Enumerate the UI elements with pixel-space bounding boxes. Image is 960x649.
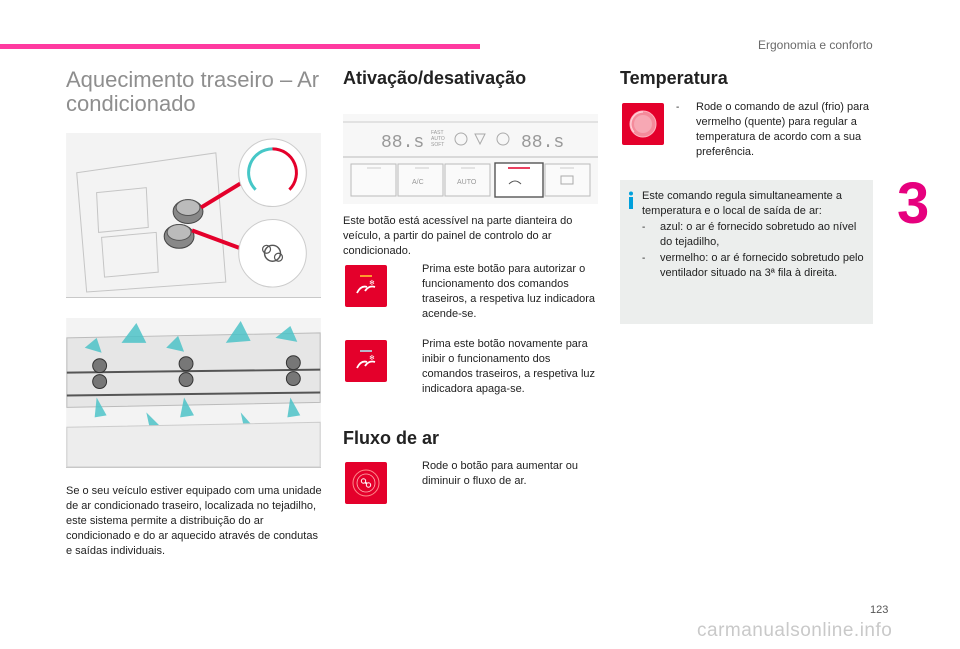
mode-label-auto: AUTO [431,136,445,142]
bullet-marker: - [642,222,646,233]
intro-paragraph: Se o seu veículo estiver equipado com um… [66,485,322,557]
info-icon [629,191,633,209]
info-intro: Este comando regula simultaneamente a te… [642,190,842,217]
info-item-blue: - azul: o ar é fornecido sobretudo ao ní… [642,220,867,250]
activation-intro: Este botão está acessível na parte diant… [343,215,573,257]
step-disable-rear: Prima este botão novamente para inibir o… [400,337,600,399]
mode-label-fast: FAST [431,130,444,136]
right-display: 88.s [521,133,564,153]
bullet-marker: - [676,102,680,113]
svg-text:❄: ❄ [369,354,375,362]
step-disable-text: Prima este botão novamente para inibir o… [422,338,596,395]
accent-bar [0,44,480,49]
page-title: Aquecimento traseiro – Ar condicionado [66,67,320,116]
svg-text:❄: ❄ [369,279,375,287]
page-number: 123 [870,604,889,616]
watermark: carmanualsonline.info [697,620,893,641]
rear-vents-illustration [66,318,321,468]
temperature-heading: Temperatura [620,68,728,88]
step-temperature: - Rode o comando de azul (frio) para ver… [676,100,871,162]
step-enable-text: Prima este botão para autorizar o funcio… [422,263,596,320]
info-box [620,180,873,324]
info-item-blue-text: azul: o ar é fornecido sobretudo ao níve… [660,221,857,248]
section-title: Ergonomia e conforto [758,38,873,52]
rear-controls-off-icon: ❄ [345,340,387,382]
step-enable-rear: Prima este botão para autorizar o funcio… [400,262,600,324]
mode-label-soft: SOFT [431,142,444,148]
chapter-number: 3 [897,171,930,236]
left-display: 88.s [381,133,424,153]
rear-controls-illustration [66,133,321,298]
step-airflow-text: Rode o botão para aumentar ou diminuir o… [422,460,578,487]
activation-heading: Ativação/desativação [343,68,527,88]
step-airflow: Rode o botão para aumentar ou diminuir o… [400,459,600,491]
info-item-red-text: vermelho: o ar é fornecido sobretudo pel… [660,252,864,279]
panel-ac-label: A/C [412,179,424,186]
info-item-red: - vermelho: o ar é fornecido sobretudo p… [642,251,867,296]
panel-auto-label: AUTO [457,179,477,186]
rear-controls-on-icon: ❄ [345,265,387,307]
fan-dial-icon [345,462,387,504]
ac-control-panel: 88.s FAST AUTO SOFT 88.s A/C AUTO [343,114,598,204]
airflow-heading: Fluxo de ar [343,428,440,448]
step-temperature-text: Rode o comando de azul (frio) para verme… [696,101,870,158]
bullet-marker: - [642,253,646,264]
temperature-dial-icon [622,103,664,145]
